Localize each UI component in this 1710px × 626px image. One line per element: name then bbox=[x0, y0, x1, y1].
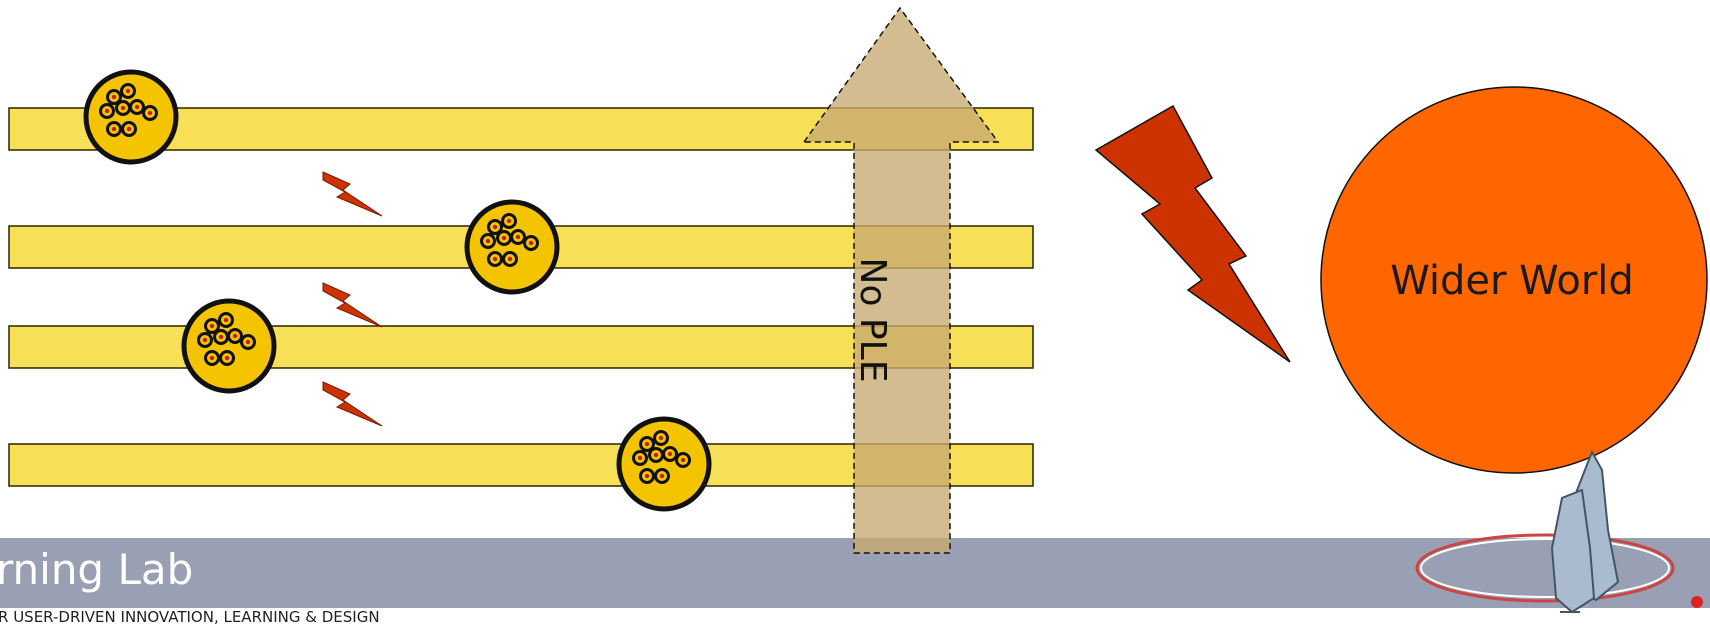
cluster-member-core bbox=[232, 333, 238, 339]
cluster-member-core bbox=[492, 224, 498, 230]
cluster-member-core bbox=[120, 105, 126, 111]
wider-world-circle bbox=[1320, 86, 1708, 474]
cluster-member-core bbox=[507, 256, 513, 262]
no-ple-arrow bbox=[802, 6, 1000, 554]
cluster-member-core bbox=[680, 457, 686, 463]
cluster-member-core bbox=[653, 452, 659, 458]
cluster-member-core bbox=[637, 455, 643, 461]
cluster-member-core bbox=[202, 337, 208, 343]
cluster-member-core bbox=[485, 238, 491, 244]
cluster-member-core bbox=[218, 334, 224, 340]
cluster-member-core bbox=[528, 240, 534, 246]
cluster-member-core bbox=[667, 451, 673, 457]
cluster-member-core bbox=[644, 473, 650, 479]
cluster-member-core bbox=[125, 88, 131, 94]
logo-figures bbox=[1415, 449, 1703, 614]
cluster-1 bbox=[83, 69, 179, 165]
cluster-member-core bbox=[111, 94, 117, 100]
cluster-member-core bbox=[134, 104, 140, 110]
world-label: Wider World bbox=[1390, 258, 1634, 304]
cluster-member-core bbox=[147, 110, 153, 116]
footer-tagline: R USER-DRIVEN INNOVATION, LEARNING & DES… bbox=[0, 608, 380, 626]
big-lightning-bolt bbox=[1094, 104, 1291, 363]
cluster-2 bbox=[464, 199, 560, 295]
cluster-member-core bbox=[111, 126, 117, 132]
cluster-member-core bbox=[506, 218, 512, 224]
cluster-member-core bbox=[224, 355, 230, 361]
cluster-member-core bbox=[104, 108, 110, 114]
cluster-member-core bbox=[515, 234, 521, 240]
cluster-member-core bbox=[659, 473, 665, 479]
cluster-member-core bbox=[492, 256, 498, 262]
cluster-member-core bbox=[209, 355, 215, 361]
spark-1 bbox=[322, 171, 383, 217]
arrow-label: No PLE bbox=[852, 257, 893, 383]
cluster-3 bbox=[181, 298, 277, 394]
spark-2 bbox=[322, 282, 383, 328]
cluster-member-core bbox=[501, 235, 507, 241]
cluster-member-core bbox=[658, 435, 664, 441]
spark-3 bbox=[322, 381, 383, 427]
cluster-member-core bbox=[209, 323, 215, 329]
cluster-member-core bbox=[223, 317, 229, 323]
footer-title: rning Lab bbox=[0, 545, 194, 594]
cluster-member-core bbox=[126, 126, 132, 132]
cluster-4 bbox=[616, 416, 712, 512]
cluster-member-core bbox=[644, 441, 650, 447]
cluster-member-core bbox=[245, 339, 251, 345]
